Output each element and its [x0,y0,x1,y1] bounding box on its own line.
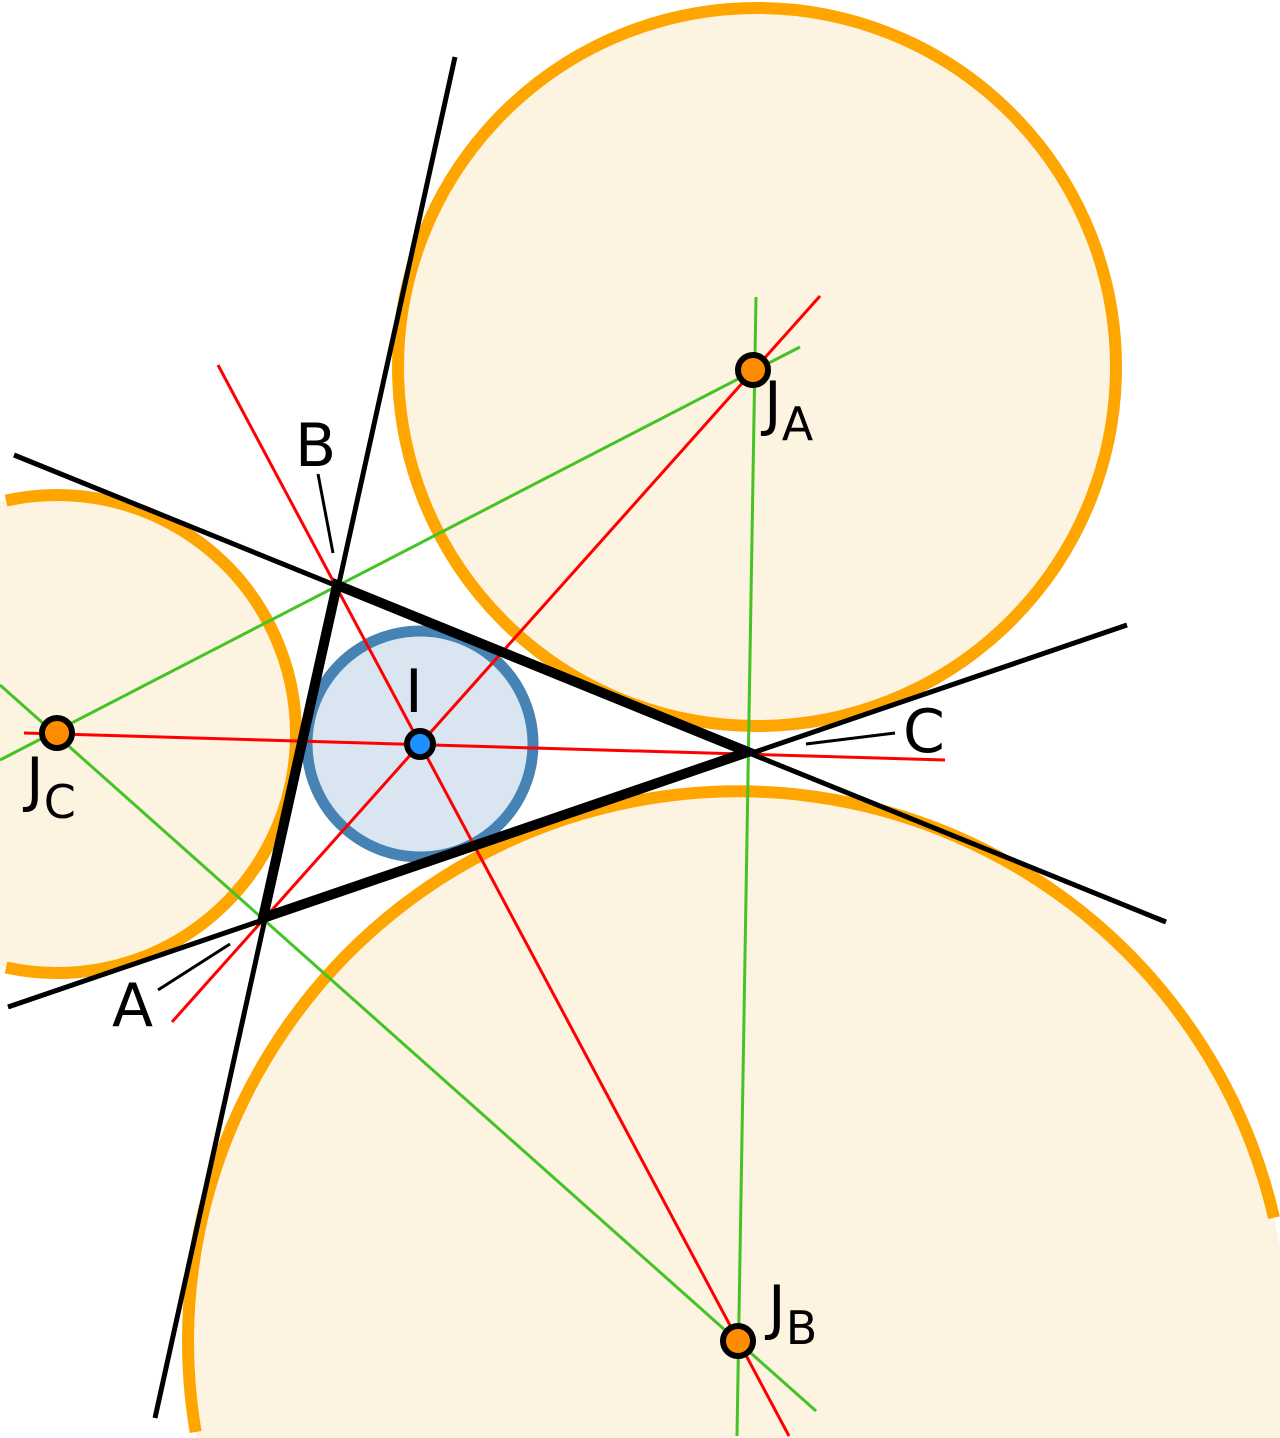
triangle-abc [256,578,763,926]
excircle-b-outline [182,785,1280,1433]
label-jb-sub: B [786,1301,818,1355]
excircle-c-outline [4,489,302,979]
excircle-c [0,489,302,979]
incenter-point [404,728,436,760]
external-bisector-b [0,345,801,762]
external-bisectors [0,296,817,1437]
internal-bisector-b [216,364,791,1437]
excircle-b-fill [188,792,1280,1438]
label-ja-sub: A [782,397,814,451]
excircle-b [182,785,1280,1438]
internal-bisectors [23,295,946,1437]
leader-a [157,942,231,992]
excenter-c-point [39,715,75,751]
label-jc-main: J [22,745,44,815]
excenter-a-point [735,352,771,388]
internal-bisector-a [170,295,822,1023]
label-b: B [295,411,336,481]
label-i: I [405,657,423,727]
leader-c [805,731,896,746]
external-bisector-c [735,296,758,1437]
internal-bisector-c [23,731,946,762]
label-jc-sub: C [44,775,76,829]
label-ja-main: J [760,369,782,439]
label-a: A [112,971,153,1041]
label-c: C [903,697,945,767]
label-jb-main: J [764,1273,786,1343]
label-jc: JC [22,745,76,829]
excenter-b-point [720,1323,756,1359]
label-jb: JB [764,1273,817,1355]
label-ja: JA [760,369,814,451]
excircle-c-fill [0,495,297,973]
leader-b [316,473,335,554]
external-bisector-a [0,683,817,1413]
